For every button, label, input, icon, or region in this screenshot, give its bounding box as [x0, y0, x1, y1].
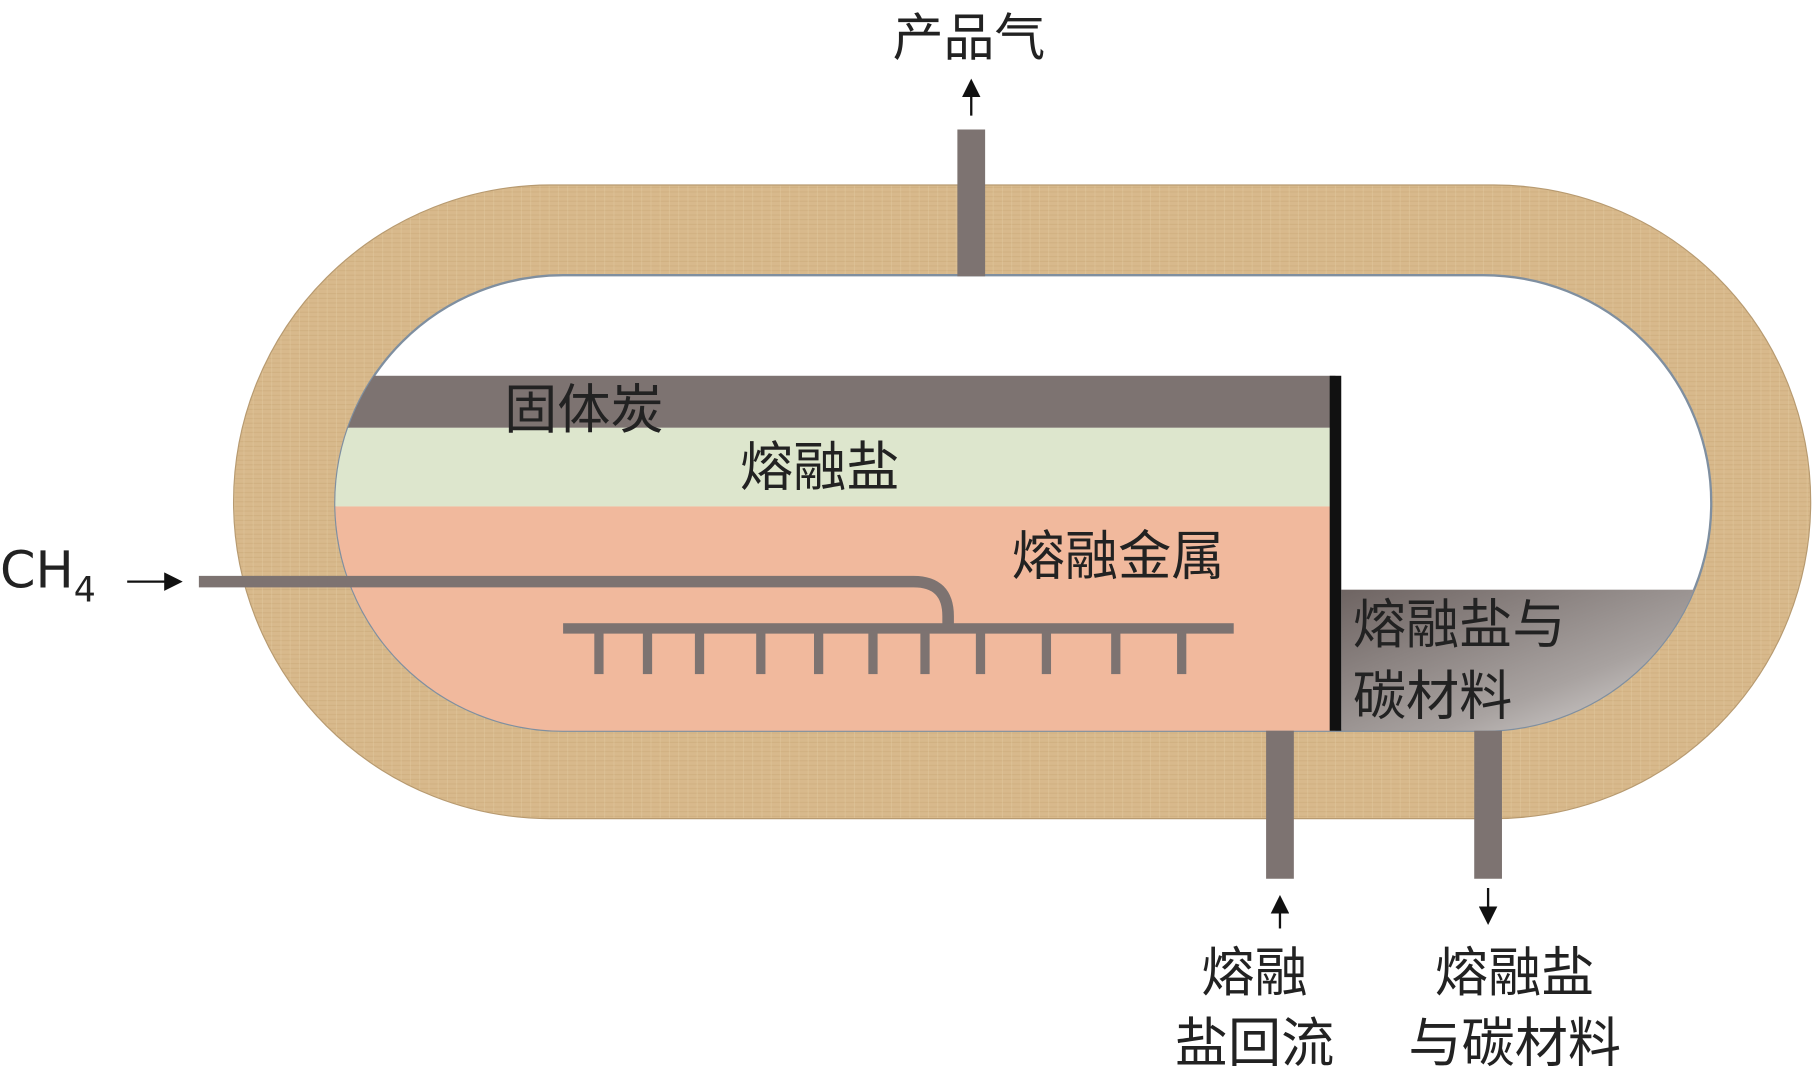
ch4-inlet-pipe [198, 575, 954, 631]
salt-reflux-pipe [1266, 730, 1294, 879]
salt-carbon-outlet-pipe [1474, 730, 1502, 879]
chamber-label-line2: 碳材料 [1353, 666, 1513, 728]
solid-carbon-layer [335, 375, 1336, 428]
salt-carbon-out-label-line2: 与碳材料 [1408, 1012, 1621, 1073]
molten-metal-layer [335, 506, 1336, 731]
salt-reflux-label-line1: 熔融 [1201, 942, 1307, 1004]
molten-metal-label: 熔融金属 [1012, 526, 1225, 588]
solid-carbon-label: 固体炭 [504, 379, 664, 441]
salt-carbon-out-label-line1: 熔融盐 [1435, 942, 1595, 1004]
molten-salt-layer [335, 427, 1336, 507]
salt-reflux-label-line2: 盐回流 [1175, 1012, 1335, 1073]
molten-salt-label: 熔融盐 [740, 437, 900, 499]
separator-wall [1329, 375, 1342, 731]
ch4-label: CH4 [0, 540, 96, 610]
chamber-label-line1: 熔融盐与 [1353, 594, 1566, 656]
gas-distributor [563, 623, 1234, 675]
product-gas-pipe [957, 129, 986, 277]
product-gas-label: 产品气 [893, 9, 1046, 68]
